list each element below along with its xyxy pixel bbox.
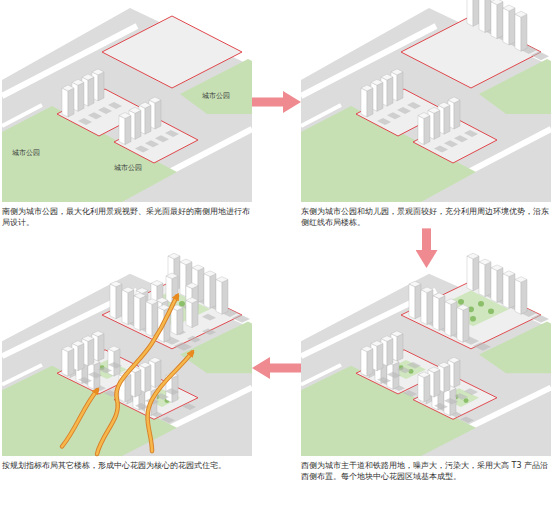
park-label: 城市公园 [114,165,142,173]
illustration-area [301,2,552,202]
step-caption: 东侧为城市公园和幼儿园，景观面较好，充分利用周边环境优势，沿东侧红线布局楼栋。 [301,206,552,228]
flow-arrow [264,364,301,373]
illustration-area [2,268,252,456]
illustration-area [301,268,552,456]
park-label: 城市公园 [202,93,230,101]
panel: 东侧为城市公园和幼儿园，景观面较好，充分利用周边环境优势，沿东侧红线布局楼栋。 [301,2,552,228]
step-caption: 西侧为城市主干道和铁路用地，噪声大，污染大，采用大高 T3 产品沿西侧布置。每个… [301,460,552,482]
step-caption: 按规划指标布局其它楼栋，形成中心花园为核心的花园式住宅。 [2,460,252,471]
flow-arrow [422,228,431,256]
panel: 西侧为城市主干道和铁路用地，噪声大，污染大，采用大高 T3 产品沿西侧布置。每个… [301,268,552,482]
panel: 南侧为城市公园，最大化利用景观视野、采光面最好的南侧用地进行布局设计。 [2,2,252,228]
park-label: 城市公园 [12,150,40,158]
flow-arrow [252,98,289,107]
step-caption: 南侧为城市公园，最大化利用景观视野、采光面最好的南侧用地进行布局设计。 [2,206,252,228]
panel: 按规划指标布局其它楼栋，形成中心花园为核心的花园式住宅。 [2,268,252,471]
